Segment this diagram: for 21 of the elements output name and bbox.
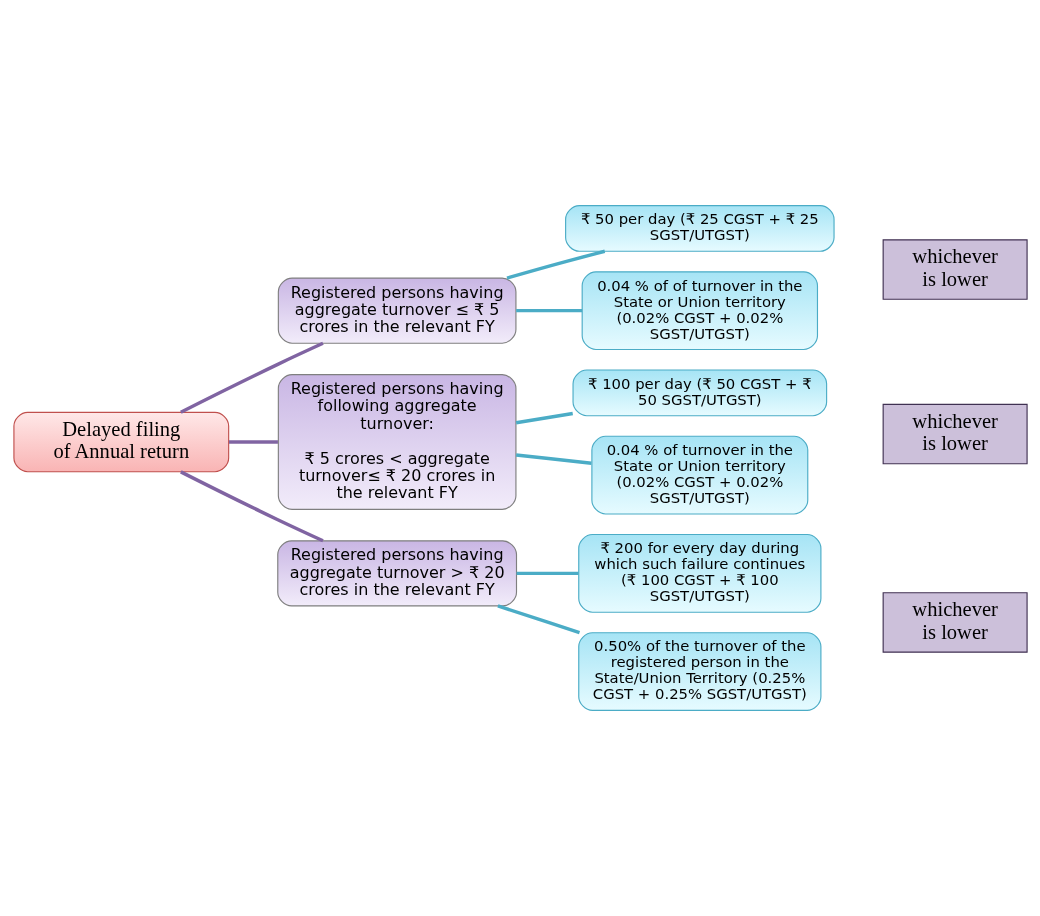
connector [496,604,580,635]
connector [515,453,592,465]
node-box: ₹ 100 per day (₹ 50 CGST + ₹ 50 SGST/UTGST) [571,369,827,417]
node-box: whichever is lower [882,592,1028,653]
node-box: Registered persons having aggregate turnover > ₹ 20 crores in the relevant FY [276,540,517,607]
node-box: whichever is lower [882,239,1028,300]
connector [179,341,324,414]
connector [179,470,324,543]
node-box: whichever is lower [882,403,1028,465]
connector [228,440,278,444]
node-box: ₹ 50 per day (₹ 25 CGST + ₹ 25 SGST/UTGST) [564,205,835,252]
node-box: Registered persons having following aggregate turnover: ₹ 5 crores < aggregate turnover≤ ₹ 20 crores in the relevant FY [277,374,516,510]
node-box: Delayed filing of Annual return [12,411,229,473]
node-box: 0.04 % of turnover in the State or Union territory (0.02% CGST + 0.02% SGST/UTGST) [590,435,808,515]
connector [515,308,582,313]
connector [516,571,578,576]
node-box: 0.50% of the turnover of the registered person in the State/Union Territory (0.25% CGST + 0.25% SGST/UTGST) [577,632,821,711]
node-box: ₹ 200 for every day during which such failure continues (₹ 100 CGST + ₹ 100 SGST/UTGST) [577,533,821,613]
node-box: Registered persons having aggregate turnover ≤ ₹ 5 crores in the relevant FY [277,277,516,344]
connector [515,411,573,425]
node-box: 0.04 % of of turnover in the State or Union territory (0.02% CGST + 0.02% SGST/UTGST) [581,271,818,351]
